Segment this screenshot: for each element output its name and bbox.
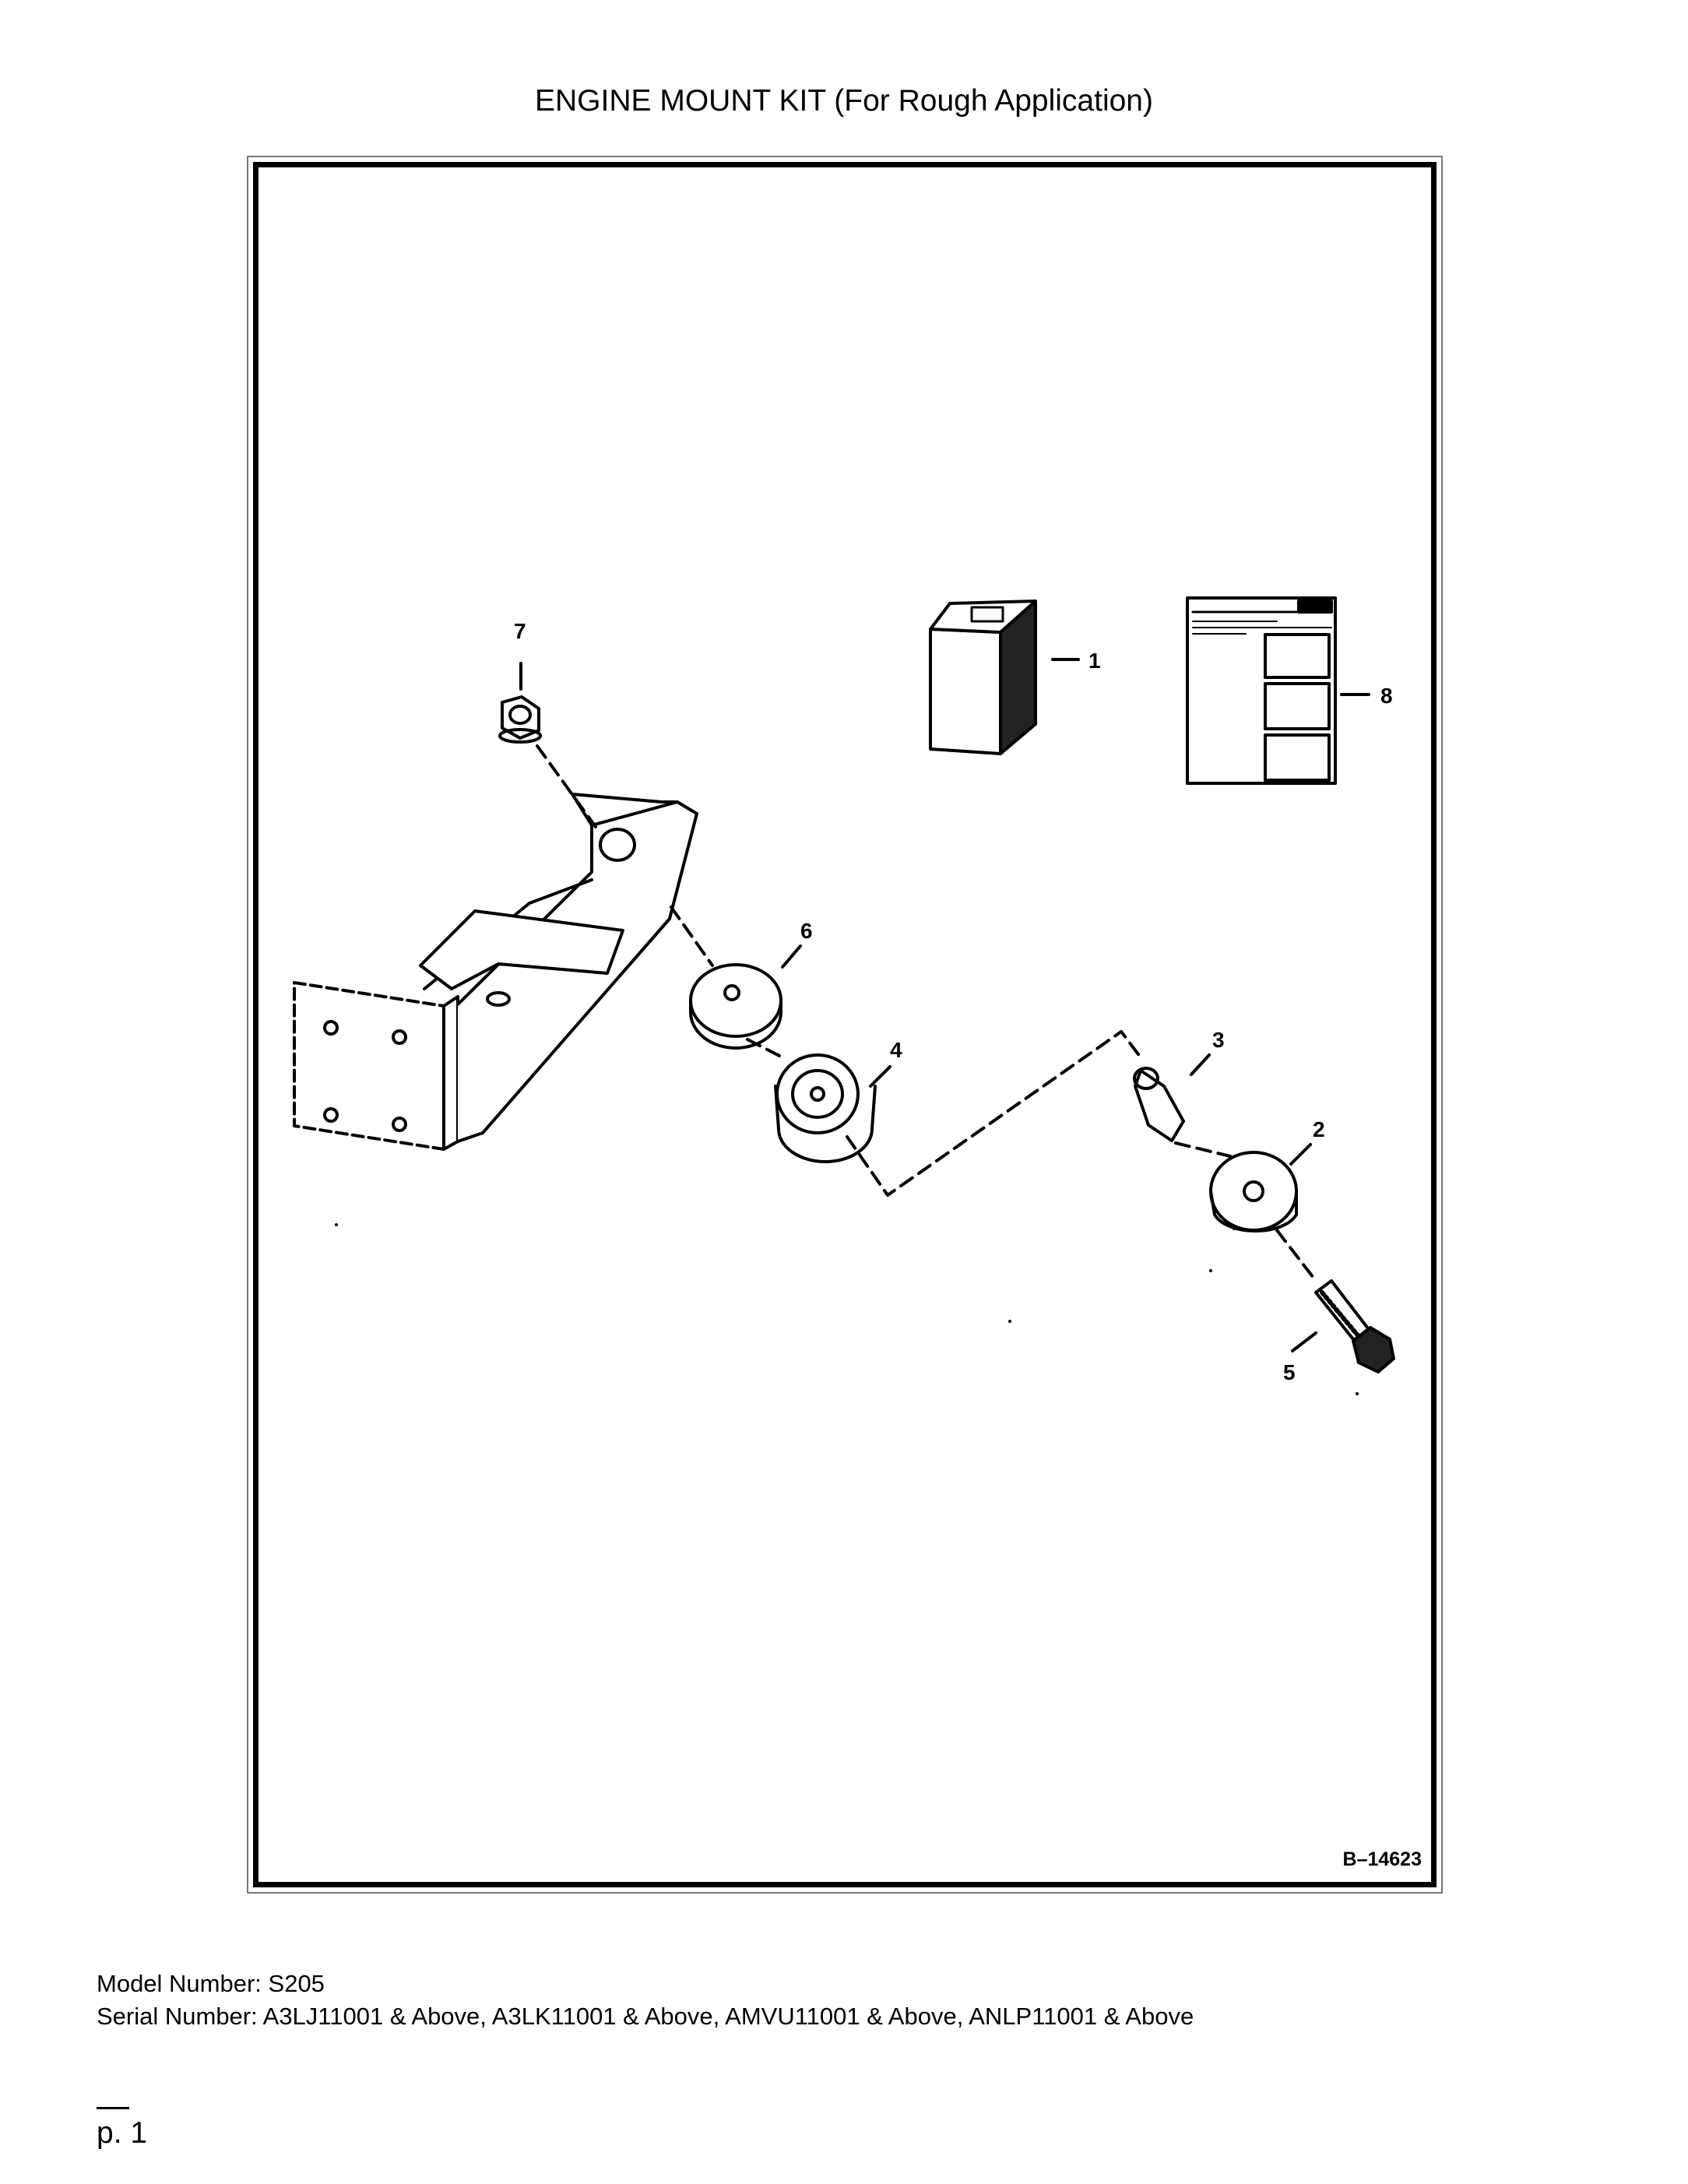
page-divider bbox=[97, 2107, 129, 2109]
figure-number: B–14623 bbox=[1342, 1848, 1422, 1870]
sleeve-item-3 bbox=[1133, 1067, 1185, 1142]
callout-5: 5 bbox=[1283, 1360, 1296, 1384]
callout-4: 4 bbox=[890, 1038, 902, 1062]
callout-6: 6 bbox=[800, 919, 813, 943]
model-number: Model Number: S205 bbox=[97, 1970, 325, 1997]
figure-frame bbox=[253, 162, 1437, 1887]
mount-pad-item-6 bbox=[689, 963, 782, 1050]
flange-nut-item-7 bbox=[498, 695, 542, 744]
callout-7: 7 bbox=[514, 619, 526, 643]
engine-mount-bracket bbox=[293, 793, 698, 1151]
callout-2: 2 bbox=[1313, 1117, 1325, 1141]
page-title: ENGINE MOUNT KIT (For Rough Application) bbox=[535, 84, 1153, 118]
bolt-item-5 bbox=[1314, 1279, 1395, 1373]
isolator-item-4 bbox=[774, 1053, 877, 1163]
scan-specks bbox=[335, 1223, 1359, 1395]
washer-pad-item-2 bbox=[1209, 1151, 1298, 1233]
page-number: p. 1 bbox=[97, 2116, 148, 2150]
packaged-part-item-1 bbox=[929, 600, 1037, 755]
callout-1: 1 bbox=[1088, 649, 1101, 673]
callout-leaders bbox=[519, 658, 1370, 1352]
serial-number: Serial Number: A3LJ11001 & Above, A3LK11… bbox=[97, 2003, 1194, 2030]
assembly-path bbox=[536, 744, 1317, 1282]
instruction-sheet-item-8 bbox=[1186, 596, 1337, 785]
callout-8: 8 bbox=[1380, 684, 1393, 708]
callout-3: 3 bbox=[1212, 1028, 1225, 1052]
figure-frame-outer bbox=[247, 156, 1443, 1894]
